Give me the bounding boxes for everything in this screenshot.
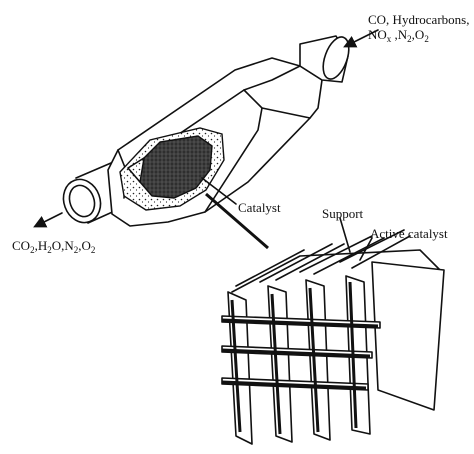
inlet-o2-sub: 2 — [424, 34, 429, 44]
outlet-o2-text: ,O — [78, 238, 91, 253]
inlet-n2-sub: 2 — [407, 34, 412, 44]
outlet-h-text: ,H — [34, 238, 48, 253]
inlet-flow-arrow — [343, 29, 379, 48]
outlet-h-sub: 2 — [47, 245, 52, 255]
outlet-flow-arrow — [33, 212, 63, 228]
outlet-gases-label: CO2,H2O,N2,O2 — [12, 238, 96, 255]
zoom-connector-line — [205, 192, 269, 250]
inlet-line1-text: CO, Hydrocarbons, — [368, 12, 470, 27]
outlet-o2-sub: 2 — [90, 245, 96, 255]
curl-plate — [371, 261, 445, 411]
catalyst-label: Catalyst — [238, 200, 281, 215]
support-label: Support — [322, 206, 364, 221]
converter-body — [62, 35, 350, 227]
inlet-gases-label: CO, Hydrocarbons, NOx ,N2,O2 — [368, 12, 470, 44]
outlet-o-sub: 2 — [73, 245, 79, 255]
inlet-no-sub: x — [386, 34, 392, 44]
outlet-pipe-opening — [62, 178, 102, 224]
inlet-n2-text: ,N — [391, 27, 408, 42]
inlet-o2-text: ,O — [411, 27, 425, 42]
outlet-o-text: O,N — [51, 238, 74, 253]
outlet-co-sub: 2 — [30, 245, 35, 255]
inlet-no-text: NO — [368, 27, 387, 42]
support-leader-line — [339, 217, 351, 253]
catalyst-leader-line — [201, 177, 237, 205]
honeycomb-detail — [221, 229, 445, 445]
active-catalyst-label: Active catalyst — [370, 226, 448, 241]
outlet-co-text: CO — [12, 238, 31, 253]
